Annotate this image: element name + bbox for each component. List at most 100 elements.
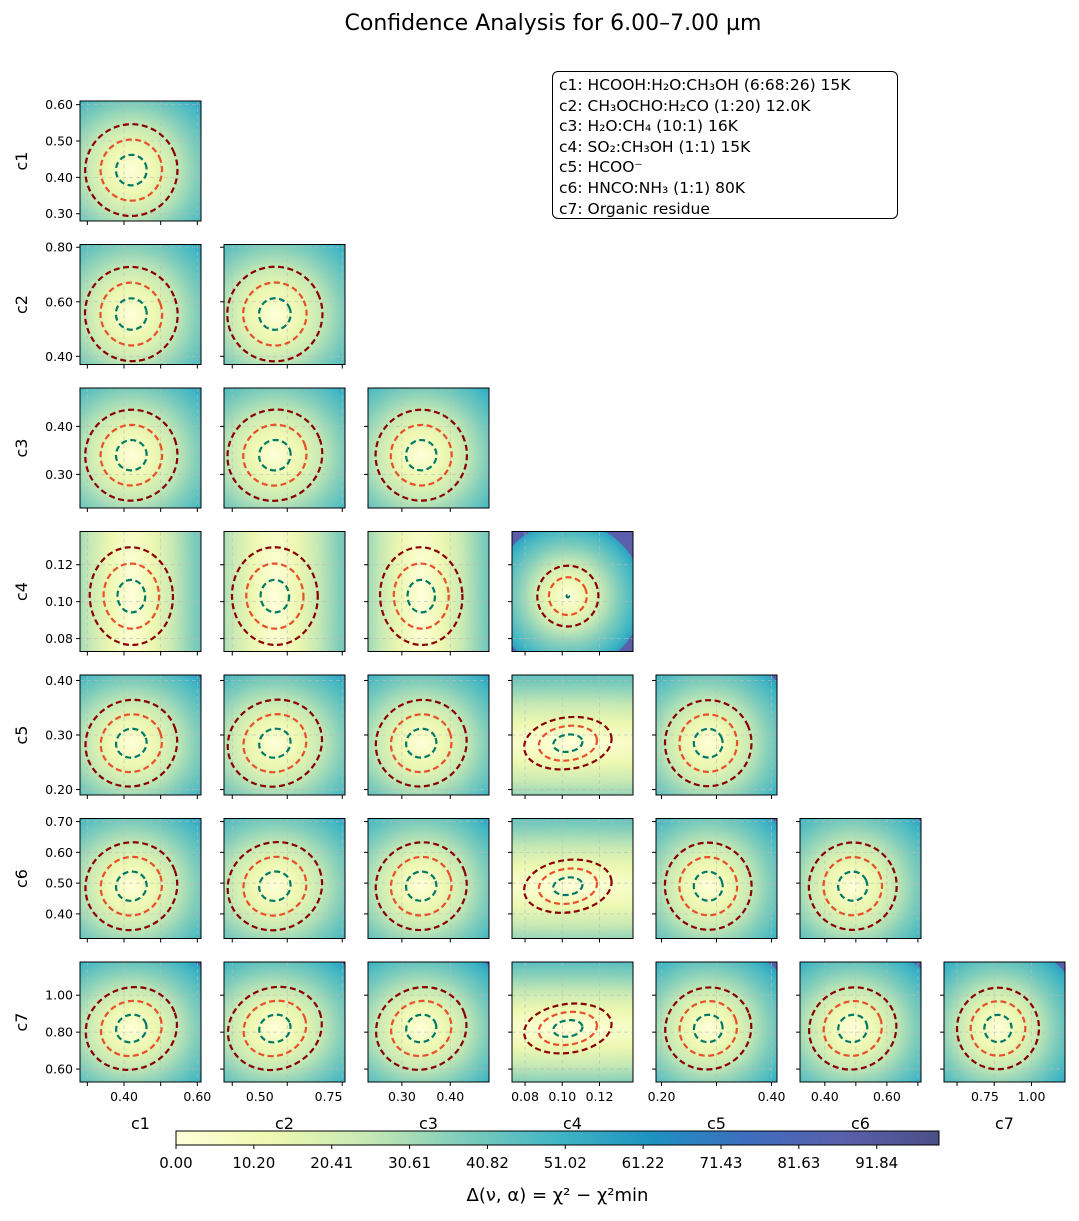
x-tick-label: 0.40	[110, 1089, 138, 1104]
contour-1sigma	[406, 578, 437, 614]
contour-3sigma	[374, 841, 468, 932]
contour-3sigma	[523, 715, 613, 771]
x-tick-label: 0.60	[183, 1089, 211, 1104]
contour-3sigma	[664, 986, 753, 1071]
chi2-surface	[800, 962, 921, 1082]
colorbar-tick-label: 20.41	[310, 1154, 353, 1172]
y-tick-label: 0.08	[45, 631, 73, 646]
y-tick-label: 0.60	[45, 97, 73, 112]
legend-entry: c3: H₂O:CH₄ (10:1) 16K	[559, 117, 738, 136]
colorbar-tick-label: 0.00	[159, 1154, 192, 1172]
chi2-surface	[512, 531, 633, 652]
x-tick-label: 0.75	[971, 1089, 999, 1104]
contour-2sigma	[242, 855, 308, 917]
colorbar-label: Δ(ν, α) = χ² − χ²min	[467, 1185, 649, 1206]
contour-3sigma	[84, 985, 179, 1071]
contour-1sigma	[114, 870, 148, 902]
panel-c2-c6	[220, 818, 346, 943]
panel-c4-c4	[508, 531, 634, 656]
panel-c5-c5	[652, 674, 778, 799]
contour-3sigma	[955, 986, 1041, 1071]
contour-1sigma	[114, 153, 148, 187]
contour-2sigma	[678, 856, 739, 917]
contour-2sigma	[678, 1000, 739, 1057]
colorbar-tick-label: 10.20	[232, 1154, 275, 1172]
contour-2sigma	[822, 999, 883, 1057]
y-tick-label: 0.40	[45, 349, 73, 364]
x-tick-label: 0.30	[388, 1089, 416, 1104]
chi2-surface	[368, 675, 489, 795]
contour-1sigma	[258, 727, 292, 759]
contour-2sigma	[537, 724, 599, 762]
x-tick-label: 0.50	[246, 1089, 274, 1104]
contour-2sigma	[99, 281, 164, 347]
panel-c3-c3	[364, 387, 490, 512]
chi2-surface	[512, 818, 633, 939]
y-axis-label: c2	[12, 295, 31, 314]
contour-3sigma	[84, 408, 179, 502]
y-tick-label: 0.60	[45, 1062, 73, 1077]
panel-c3-c6	[364, 818, 490, 943]
contour-1sigma	[114, 727, 148, 759]
colorbar-tick-label: 81.63	[777, 1154, 820, 1172]
contour-2sigma	[537, 1010, 599, 1047]
y-axis-label: c4	[12, 582, 31, 601]
chi2-surface	[224, 818, 345, 939]
figure-title: Confidence Analysis for 6.00–7.00 µm	[345, 11, 762, 36]
chi2-surface	[224, 531, 345, 652]
y-tick-label: 0.30	[45, 728, 73, 743]
contour-1sigma	[404, 727, 438, 759]
panel-c4-c6	[508, 818, 634, 943]
contour-2sigma	[99, 713, 163, 774]
contour-1sigma	[983, 1013, 1013, 1044]
chi2-surface	[80, 244, 201, 365]
y-axis-label: c1	[12, 152, 31, 171]
y-axis-label: c3	[12, 439, 31, 458]
x-tick-label: 0.40	[436, 1089, 464, 1104]
chi2-surface	[80, 388, 201, 508]
x-tick-label: 0.75	[315, 1089, 343, 1104]
colorbar-tick-label: 71.43	[700, 1154, 743, 1172]
y-axis-label: c7	[12, 1013, 31, 1032]
panel-c3-c5	[364, 674, 490, 799]
contour-2sigma	[537, 867, 599, 906]
contour-3sigma	[374, 408, 469, 502]
y-tick-label: 0.80	[45, 240, 73, 255]
y-tick-label: 0.50	[45, 134, 73, 149]
legend-entry: c4: SO₂:CH₃OH (1:1) 15K	[559, 137, 751, 156]
x-axis-label: c4	[563, 1114, 582, 1133]
chi2-surface	[224, 388, 345, 508]
chi2-surface	[368, 818, 489, 939]
panel-c4-c5	[508, 674, 634, 799]
x-tick-label: 0.40	[811, 1089, 839, 1104]
contour-3sigma	[536, 564, 600, 628]
contour-3sigma	[663, 841, 753, 931]
panel-c6-c6	[796, 818, 922, 943]
contour-3sigma	[83, 265, 179, 363]
legend-entry: c2: CH₃OCHO:H₂CO (1:20) 12.0K	[559, 96, 811, 115]
contour-1sigma	[257, 297, 292, 331]
chi2-surface	[224, 244, 345, 365]
legend-entry: c1: HCOOH:H₂O:CH₃OH (6:68:26) 15K	[559, 76, 851, 94]
y-tick-label: 0.40	[45, 419, 73, 434]
x-tick-label: 0.10	[548, 1089, 576, 1104]
contour-1sigma	[114, 438, 148, 472]
contour-3sigma	[663, 699, 753, 788]
contour-1sigma	[115, 1013, 148, 1044]
y-tick-label: 0.40	[45, 673, 73, 688]
contour-2sigma	[390, 999, 453, 1058]
contour-3sigma	[378, 546, 464, 647]
contour-3sigma	[84, 841, 179, 932]
panel-c2-c2	[220, 244, 346, 369]
panel-c2-c5	[220, 674, 346, 799]
contour-3sigma	[523, 1002, 613, 1055]
contour-2sigma	[822, 855, 884, 917]
contour-1sigma	[404, 438, 438, 472]
contour-3sigma	[226, 408, 324, 502]
contour-2sigma	[99, 423, 164, 487]
contour-1sigma	[114, 297, 148, 331]
chi2-surface	[512, 675, 633, 795]
